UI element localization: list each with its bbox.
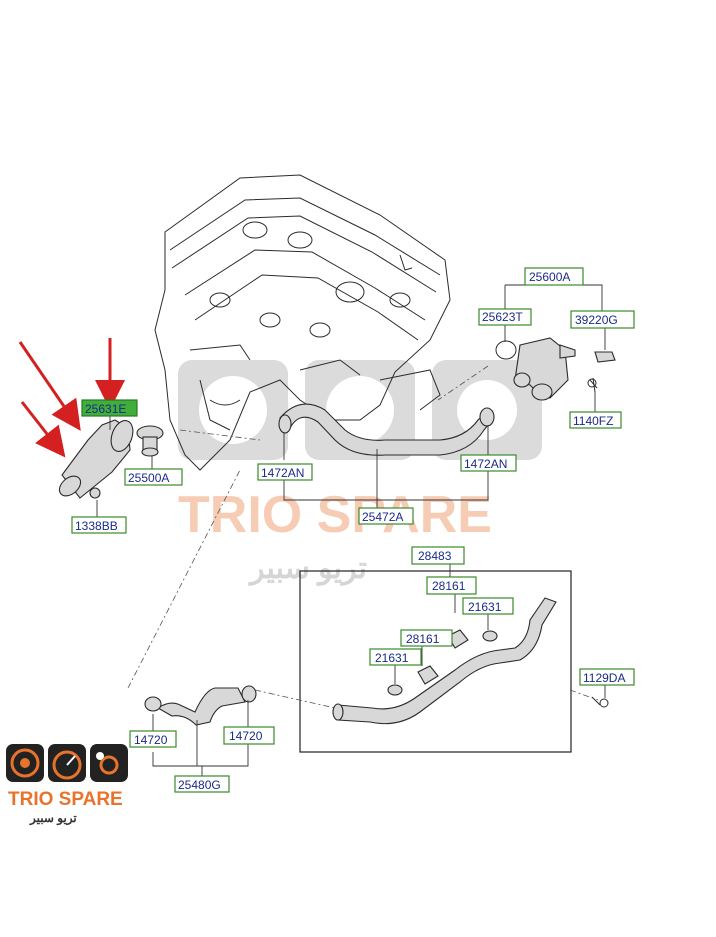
part-number-text: 25500A: [128, 471, 169, 485]
pipe-detail-frame: [299, 570, 572, 753]
label-14720-left[interactable]: 14720: [129, 730, 177, 748]
water-pipe-assembly: [299, 570, 609, 753]
part-number-text: 25600A: [529, 270, 570, 284]
arrow-icon: [18, 341, 81, 431]
label-14720-right[interactable]: 14720: [223, 726, 275, 745]
part-number-text: 1472AN: [261, 466, 304, 480]
label-28483[interactable]: 28483: [411, 546, 465, 565]
label-1472AN-right[interactable]: 1472AN: [460, 454, 517, 472]
part-number-text: 39220G: [575, 313, 618, 327]
part-number-text: 28161: [432, 579, 466, 593]
watermark-brand: TRIO SPARE: [178, 486, 492, 544]
connection-dashes: [127, 365, 599, 709]
label-28161-mid[interactable]: 28161: [400, 629, 453, 647]
label-25600A[interactable]: 25600A: [524, 267, 584, 286]
part-number-text: 1338BB: [75, 519, 118, 533]
water-inlet-fitting: [58, 419, 134, 499]
part-number-text: 21631: [468, 600, 502, 614]
lower-coolant-hose: [144, 685, 257, 726]
label-39220G[interactable]: 39220G: [570, 310, 635, 329]
label-21631-top[interactable]: 21631: [462, 597, 514, 615]
label-25480G[interactable]: 25480G: [174, 775, 230, 793]
brand-logo: TRIO SPARE تريو سبير: [6, 744, 128, 826]
logo-icons: [6, 744, 128, 782]
part-number-text: 1129DA: [583, 671, 625, 685]
upper-coolant-hose: [278, 403, 495, 456]
part-number-text: 21631: [375, 651, 409, 665]
label-1129DA[interactable]: 1129DA: [579, 668, 635, 686]
engine-block-illustration: [154, 174, 451, 471]
watermark-arabic: تريو سبير: [248, 552, 367, 586]
thermostat-part: [136, 425, 164, 457]
label-1472AN-left[interactable]: 1472AN: [257, 463, 313, 481]
thermostat-housing-assembly: [495, 337, 616, 401]
red-arrows: [18, 338, 125, 458]
part-labels: 25600A 25623T 39220G 1140FZ 25631E 25500…: [71, 267, 635, 793]
label-25631E[interactable]: 25631E: [81, 399, 138, 417]
part-number-text: 25623T: [482, 310, 523, 324]
label-28161-top[interactable]: 28161: [426, 576, 477, 595]
part-number-text: 25631E: [85, 402, 126, 416]
part-number-text: 1472AN: [464, 457, 507, 471]
part-number-text: 28483: [418, 549, 452, 563]
part-number-text: 14720: [134, 733, 168, 747]
part-number-text: 25472A: [362, 510, 403, 524]
label-21631-mid[interactable]: 21631: [369, 648, 422, 666]
label-25472A[interactable]: 25472A: [358, 507, 414, 525]
logo-brand: TRIO SPARE: [8, 789, 123, 810]
label-1338BB[interactable]: 1338BB: [71, 516, 127, 534]
label-1140FZ[interactable]: 1140FZ: [569, 411, 622, 429]
part-number-text: 25480G: [178, 778, 221, 792]
part-number-text: 28161: [406, 632, 440, 646]
label-25623T[interactable]: 25623T: [478, 308, 532, 326]
logo-arabic: تريو سبير: [29, 811, 77, 826]
label-25500A[interactable]: 25500A: [124, 468, 183, 486]
part-number-text: 14720: [229, 729, 263, 743]
part-number-text: 1140FZ: [573, 414, 613, 428]
arrow-icon: [20, 401, 66, 458]
watermark: TRIO SPARE تريو سبير: [178, 360, 542, 586]
